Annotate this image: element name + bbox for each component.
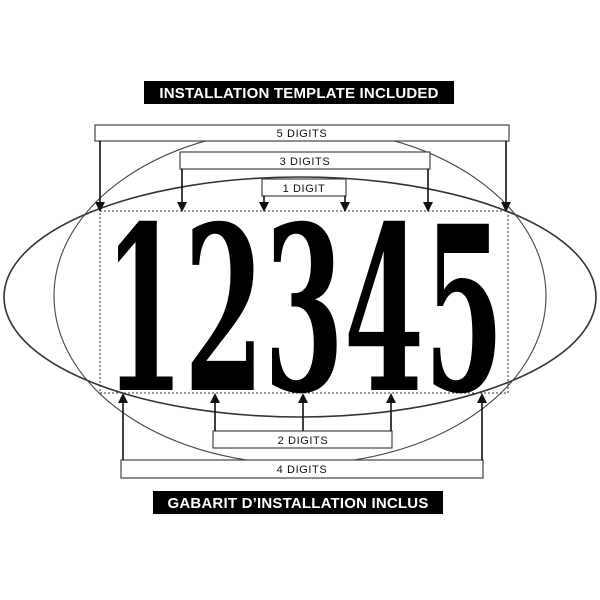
bar-1-digit-frame [261, 178, 347, 197]
arrow-head [118, 393, 128, 403]
bar-5-digits-label: 5 DIGITS [277, 128, 328, 140]
arrow-head [177, 202, 187, 212]
arrow-head [210, 393, 220, 403]
bar-2-digits-label: 2 DIGITS [278, 435, 329, 447]
arrow-head [298, 393, 308, 403]
bottom-banner-text: GABARIT D’INSTALLATION INCLUS [167, 495, 428, 512]
bar-1-digit-label: 1 DIGIT [283, 183, 326, 195]
bar-5-digits-frame [94, 124, 510, 142]
bar-3-digits-label: 3 DIGITS [280, 156, 331, 168]
top-banner-background [144, 81, 454, 104]
measure-bar-3-digits: 3 DIGITS [179, 151, 431, 170]
arrow-head [259, 202, 269, 212]
bar-4-digits-frame [120, 459, 484, 479]
arrow-head [423, 202, 433, 212]
measure-bar-2-digits: 2 DIGITS [212, 430, 393, 449]
measure-bar-1-digit: 1 DIGIT [261, 178, 347, 197]
house-number-digits: 12345 [104, 176, 504, 444]
arrow-head [386, 393, 396, 403]
arrow-head [501, 202, 511, 212]
bottom-banner: GABARIT D’INSTALLATION INCLUS [153, 491, 443, 514]
bottom-banner-background [153, 491, 443, 514]
digit-area-dashed-box [99, 210, 509, 394]
top-banner: INSTALLATION TEMPLATE INCLUDED [144, 81, 454, 104]
bar-3-digits-frame [179, 151, 431, 170]
top-arrows [95, 141, 511, 212]
measure-bar-5-digits: 5 DIGITS [94, 124, 510, 142]
plaque-outline-wide [3, 176, 597, 418]
bar-4-digits-label: 4 DIGITS [277, 464, 328, 476]
arrow-head [340, 202, 350, 212]
top-banner-text: INSTALLATION TEMPLATE INCLUDED [159, 85, 438, 102]
arrow-head [477, 393, 487, 403]
measure-bar-4-digits: 4 DIGITS [120, 459, 484, 479]
bottom-arrows [118, 393, 487, 460]
arrow-head [95, 202, 105, 212]
